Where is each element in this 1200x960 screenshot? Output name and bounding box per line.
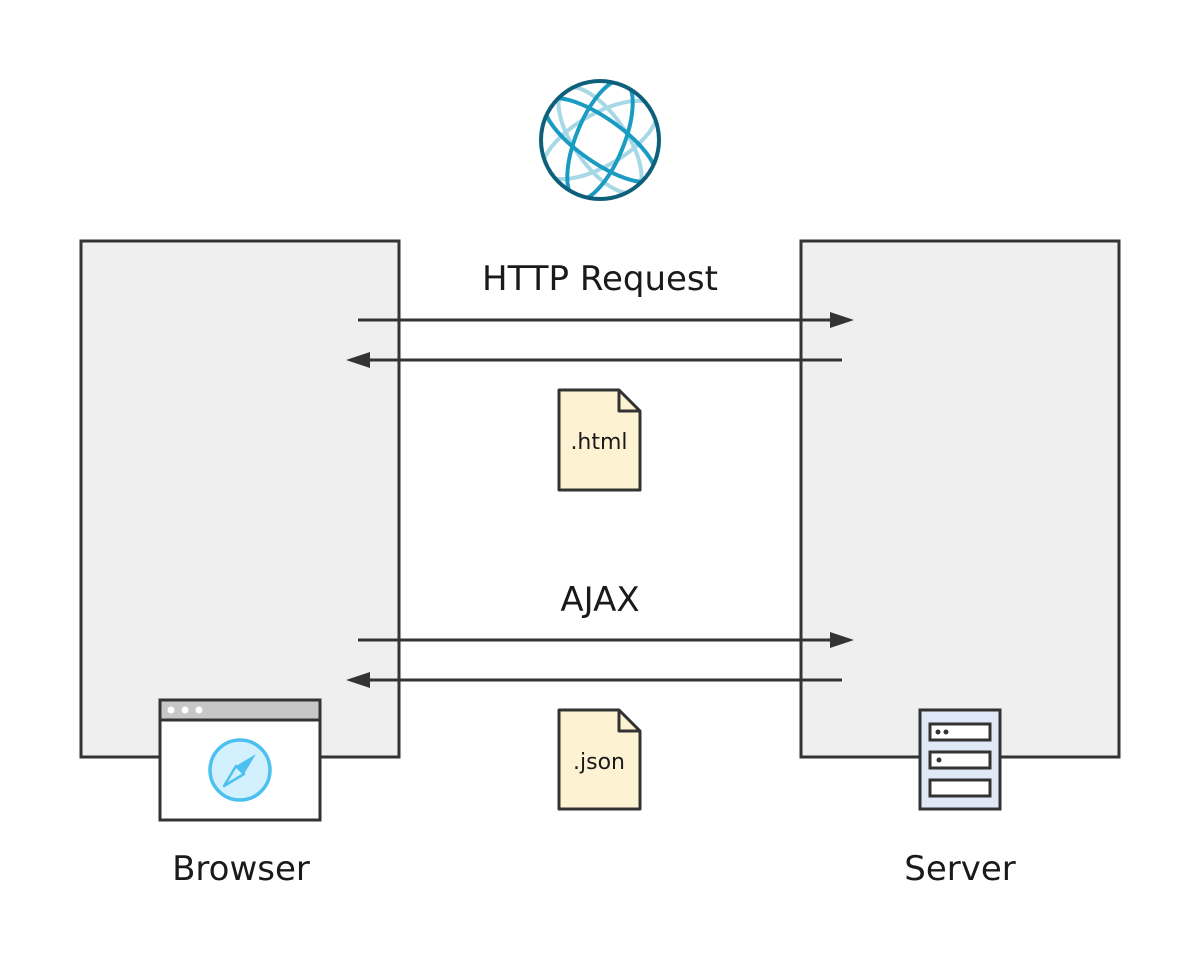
html-file-label: .html — [570, 430, 627, 455]
browser-window-icon — [158, 698, 322, 822]
http-response-arrow — [346, 352, 842, 368]
server-rack-icon — [918, 708, 1002, 811]
http-request-label: HTTP Request — [482, 259, 718, 299]
json-document-icon — [557, 708, 642, 811]
ajax-label: AJAX — [560, 580, 639, 620]
globe-icon — [539, 79, 661, 201]
ajax-response-arrow — [346, 672, 842, 688]
browser-label: Browser — [172, 849, 310, 889]
html-document-icon — [557, 388, 642, 492]
server-label: Server — [904, 849, 1016, 889]
compass-icon — [208, 738, 272, 802]
json-file-label: .json — [573, 750, 625, 775]
ajax-request-arrow — [358, 632, 854, 648]
http-request-arrow — [358, 312, 854, 328]
server-panel — [799, 239, 1121, 759]
